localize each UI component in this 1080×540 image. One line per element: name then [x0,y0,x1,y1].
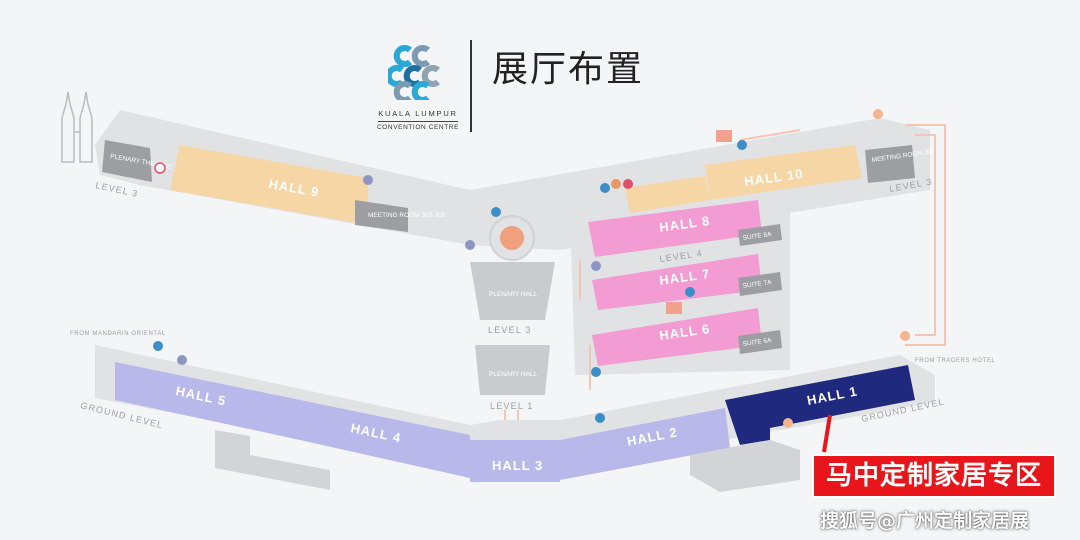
hall-8-label: HALL 8 [658,213,711,235]
suite-6 [738,330,782,354]
china-malaysia-custom-home-zone-callout: 马中定制家居专区 [812,454,1056,498]
hall-6[interactable] [592,308,762,366]
info-icons [153,109,910,428]
business-centre-icon[interactable] [716,130,732,142]
suite-6-label: SUITE 6A [742,337,772,348]
entrance-left [215,430,330,490]
entrance-right [690,440,800,492]
hall-1[interactable] [725,365,915,445]
hall-10[interactable] [705,145,862,200]
callout-arrow [822,414,832,453]
source-watermark: 搜狐号@广州定制家居展 [820,510,1030,532]
from-mandarin-label: FROM MANDARIN ORIENTAL [70,331,166,337]
business-centre-icon[interactable] [666,302,682,314]
venue-name-rule [378,121,458,122]
plenary-hall-lower-label: PLENARY HALL [489,371,538,378]
hall-10-annex [625,176,710,213]
from-traders-label: FROM TRADERS HOTEL [915,358,995,364]
lift-icon[interactable] [465,240,475,250]
restroom-icon[interactable] [611,179,621,189]
level3-center-label: LEVEL 3 [488,325,532,335]
info-icon[interactable] [595,413,605,423]
first-aid-icon[interactable] [623,179,633,189]
meeting-room-left [355,200,408,232]
food-icon[interactable] [873,109,883,119]
hall-2[interactable] [560,408,730,480]
level1-label: LEVEL 1 [490,401,534,411]
hall-6-label: HALL 6 [658,321,711,343]
plenary-theatre-room [102,140,152,182]
info-icon[interactable] [600,183,610,193]
hall-7[interactable] [592,254,762,310]
suite-7-label: SUITE 7A [742,279,772,290]
plenary-hall-lower[interactable] [475,345,550,395]
meeting-room-right [865,145,915,183]
venue-name-line1: KUALA LUMPUR [378,109,458,118]
hall-7-label: HALL 7 [658,266,711,288]
food-icon[interactable] [900,331,910,341]
meeting-room-left-label: MEETING ROOM 302-306 [368,212,446,219]
hall-3-label: HALL 3 [492,458,543,473]
info-icon[interactable] [491,207,501,217]
plenary-hall-upper[interactable] [470,262,555,320]
info-icon[interactable] [153,341,163,351]
twin-towers-icon [61,91,93,163]
suite-8 [738,224,782,246]
hall-9[interactable] [170,145,368,225]
hall-3[interactable] [470,440,560,482]
suite-7 [738,272,782,296]
lift-icon[interactable] [177,355,187,365]
info-icon[interactable] [591,367,601,377]
hall-8[interactable] [588,200,762,257]
plenary-hall-upper-label: PLENARY HALL [489,291,538,298]
hall-5[interactable] [115,362,300,440]
restaurant-icon[interactable] [154,162,166,174]
venue-name-line2: CONVENTION CENTRE [376,124,460,131]
info-icon[interactable] [685,287,695,297]
page-title: 展厅布置 [492,49,645,90]
food-icon[interactable] [783,418,793,428]
lift-icon[interactable] [591,261,601,271]
info-icon[interactable] [737,140,747,150]
lift-icon[interactable] [363,175,373,185]
kl-convention-centre-logo [388,45,440,100]
logo-divider [470,40,472,132]
atrium-escalator-icon [500,226,524,250]
hall-4[interactable] [300,400,470,478]
suite-8-label: SUITE 8A [742,231,772,242]
